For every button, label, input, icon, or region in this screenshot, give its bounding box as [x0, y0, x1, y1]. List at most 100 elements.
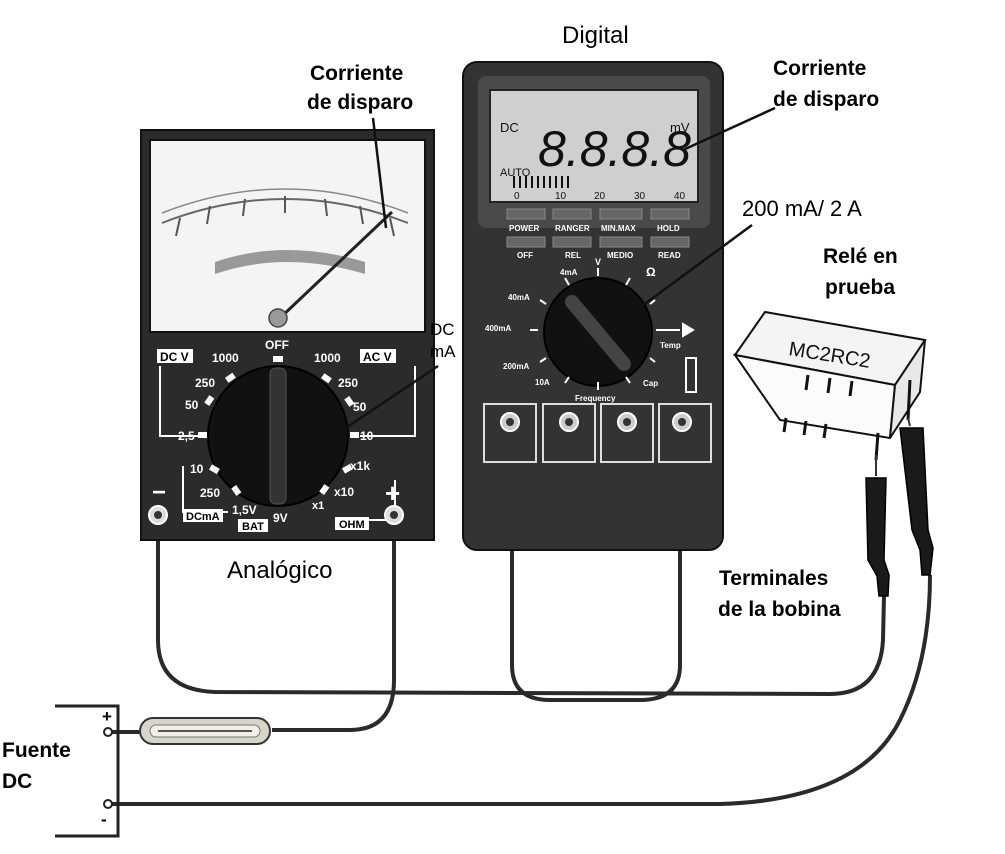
button-hold[interactable]	[650, 208, 690, 220]
button-hold-label: HOLD	[657, 224, 680, 233]
dial-temp: Temp	[660, 341, 681, 350]
analog-scale-arc-2	[161, 188, 409, 214]
acv-range-2: 250	[338, 376, 358, 390]
wires	[108, 535, 932, 806]
ohm-range-1: x1k	[350, 459, 370, 473]
acv-tag	[360, 349, 396, 363]
off-label: OFF	[265, 338, 289, 352]
digital-selector-pointer	[565, 295, 631, 371]
acv-range-4: 10	[360, 429, 374, 443]
wire-digital-left	[510, 536, 682, 702]
wire-analog-plus	[272, 535, 396, 732]
ohm-label: OHM	[339, 519, 365, 531]
dc-ma-label-line2: mA	[430, 342, 456, 361]
button-ranger[interactable]	[552, 208, 592, 220]
analog-dial-marks	[198, 356, 359, 496]
bat-tag	[238, 519, 268, 532]
lcd-bargraph	[513, 176, 569, 188]
button-read[interactable]	[650, 236, 690, 248]
ohm-range-2: x10	[334, 485, 354, 499]
button-off-label: OFF	[517, 251, 533, 260]
analog-face	[149, 139, 426, 333]
bar-scale-20: 20	[594, 191, 606, 202]
dc-source-line1: Fuente	[2, 739, 71, 762]
lcd-digits: 8.8.8.8	[538, 121, 691, 177]
relay-label-line1: Relé en	[823, 245, 898, 268]
analog-needle	[278, 210, 394, 320]
wire-source-neg	[108, 574, 932, 806]
dcv-range-2: 250	[195, 376, 215, 390]
button-rel-label: REL	[565, 251, 581, 260]
button-ranger-label: RANGER	[555, 224, 590, 233]
button-medio[interactable]	[599, 236, 643, 248]
bat-label: BAT	[242, 521, 264, 533]
source-box	[55, 704, 120, 838]
relay-pins	[782, 374, 912, 461]
ohm-range-3: x1	[312, 500, 324, 512]
dcv-label: DC V	[160, 350, 189, 364]
lcd-auto: AUTO	[500, 167, 531, 179]
bat-value-1: 1,5V	[232, 503, 257, 517]
acv-label: AC V	[363, 350, 392, 364]
callout-range	[622, 223, 753, 322]
relay-label-line2: prueba	[825, 276, 896, 299]
dc-ma-label-line1: DC	[430, 320, 455, 339]
analog-plus-sign: +	[385, 478, 400, 508]
analog-ticks	[175, 196, 395, 237]
button-power-label: POWER	[509, 224, 539, 233]
dcv-range-1: 1000	[212, 351, 239, 365]
dial-10a: 10A	[535, 378, 550, 387]
callout-dcma	[327, 364, 439, 442]
ohm-tag	[335, 517, 369, 530]
analog-meter: DC V AC V OFF 1000 250 50 2,5 1000 250 5…	[140, 129, 435, 541]
analog-title: Analógico	[227, 557, 333, 584]
dcv-tag	[157, 349, 193, 363]
digital-lcd	[489, 89, 699, 203]
source-minus-label: -	[101, 810, 107, 829]
dcv-range-4: 2,5	[178, 429, 195, 443]
button-rel[interactable]	[552, 236, 592, 248]
coil-terminals-line2: de la bobina	[718, 598, 841, 621]
button-off[interactable]	[506, 236, 546, 248]
bat-value-2: 9V	[273, 511, 288, 525]
dc-source: + -	[55, 704, 120, 838]
source-plus-label: +	[102, 707, 112, 726]
button-read-label: READ	[658, 251, 681, 260]
dial-ohm: Ω	[646, 265, 656, 279]
callout-left-trip	[371, 117, 388, 229]
callout-lines	[327, 106, 776, 442]
dcma-range-1: 10	[190, 462, 204, 476]
analog-minus-sign: −	[152, 479, 166, 506]
bar-scale-0: 0	[514, 191, 520, 202]
dial-200ma: 200mA	[503, 362, 529, 371]
bar-scale-40: 40	[674, 191, 686, 202]
button-minmax-label: MIN.MAX	[601, 224, 636, 233]
dcma-tag	[183, 509, 223, 522]
digital-slot-indicator	[685, 357, 697, 393]
digital-dial-ticks	[530, 268, 695, 390]
digital-jack-boxes	[483, 403, 712, 463]
button-medio-label: MEDIO	[607, 251, 633, 260]
acv-range-3: 50	[353, 400, 367, 414]
analog-band	[215, 250, 365, 274]
acv-range-1: 1000	[314, 351, 341, 365]
dial-400ma: 400mA	[485, 324, 511, 333]
trip-current-right-line2: de disparo	[773, 88, 880, 111]
trip-current-left-line2: de disparo	[307, 91, 414, 114]
source-neg-terminal	[103, 799, 113, 809]
dial-cap: Cap	[643, 379, 658, 388]
bar-scale-10: 10	[555, 191, 567, 202]
dial-40ma: 40mA	[508, 293, 530, 302]
button-power[interactable]	[506, 208, 546, 220]
trip-current-right-line1: Corriente	[773, 57, 867, 80]
button-minmax[interactable]	[599, 208, 643, 220]
range-label: 200 mA/ 2 A	[742, 196, 862, 221]
coil-terminals-line1: Terminales	[719, 567, 829, 590]
dial-v: V	[595, 257, 601, 267]
relay: MC2RC2	[732, 310, 927, 461]
lcd-dc: DC	[500, 120, 519, 135]
bar-scale-30: 30	[634, 191, 646, 202]
dial-frequency: Frequency	[575, 394, 616, 403]
